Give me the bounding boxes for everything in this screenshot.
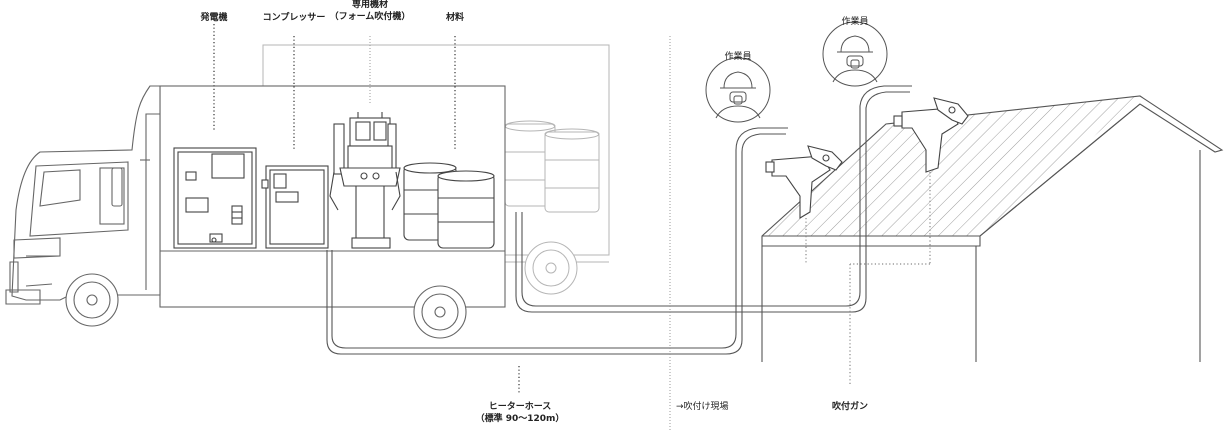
drum-icon: [403, 162, 495, 249]
worker-label-2: 作業員: [841, 17, 869, 27]
site-label: →吹付け現場: [676, 402, 729, 412]
generator-icon: [173, 147, 257, 249]
compressor-icon: [261, 165, 329, 249]
compressor-label: コンプレッサー: [262, 13, 326, 23]
worker-icon: [705, 57, 771, 123]
spray-gun-icon: [765, 145, 843, 219]
foam-machine-icon: [329, 112, 401, 249]
machine-label-line2: （フォーム吹付機）: [329, 12, 411, 22]
material-label: 材料: [445, 13, 464, 23]
generator-label: 発電機: [200, 13, 228, 23]
leader-lines: [213, 24, 931, 394]
hose-label-line2: （標準 90〜120m）: [475, 414, 565, 424]
worker-icon: [822, 21, 888, 87]
spray-gun-icon: [893, 97, 969, 173]
worker-label-1: 作業員: [724, 52, 752, 62]
leader-lines-light: [369, 36, 671, 430]
gun-label: 吹付ガン: [831, 402, 868, 412]
hose-label-line1: ヒーターホース: [488, 402, 552, 412]
house-icon: [761, 95, 1224, 362]
machine-label-line1: 専用機材: [351, 0, 388, 10]
heater-hose: [326, 85, 912, 355]
